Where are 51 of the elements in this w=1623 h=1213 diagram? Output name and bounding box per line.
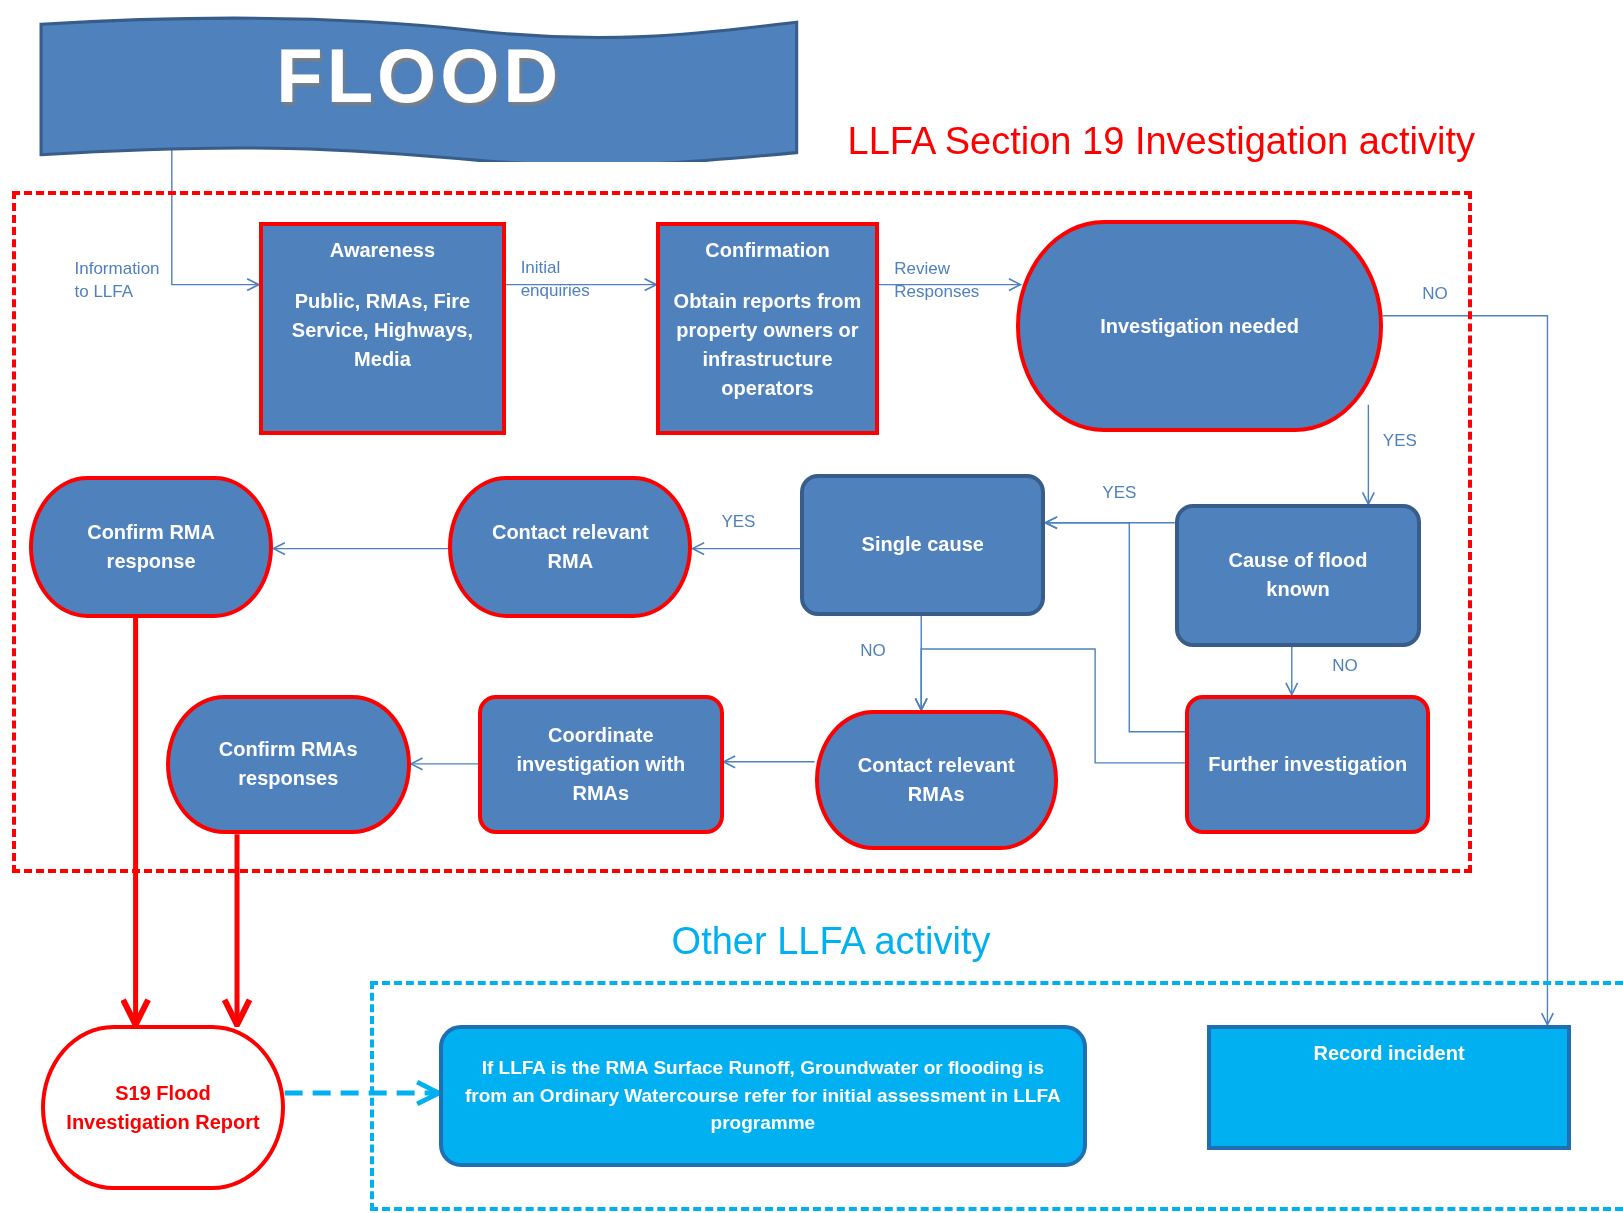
node-heading: Awareness	[329, 237, 436, 263]
node-text: Cause of flood known	[1227, 548, 1369, 603]
node-text: Contact relevant RMA	[490, 520, 650, 574]
region-heading: LLFA Section 19 Investigation activity	[847, 119, 1475, 163]
region-heading: Other LLFA activity	[671, 920, 991, 964]
rounded-box	[1185, 694, 1431, 835]
node-text: Contact relevant RMAs	[856, 752, 1016, 807]
node-text: Single cause	[861, 532, 984, 558]
edge-label: YES	[1382, 429, 1417, 452]
edge-label: NO	[1332, 655, 1358, 678]
node-text: Investigation needed	[1100, 313, 1300, 339]
note-box	[438, 1024, 1087, 1167]
rounded-box	[478, 694, 724, 835]
arrow	[1361, 404, 1375, 505]
arrow	[171, 149, 260, 292]
edge-label: Information to LLFA	[74, 257, 161, 303]
node-heading: Confirmation	[705, 237, 830, 263]
arrow	[1285, 646, 1299, 696]
arrow	[1044, 516, 1186, 733]
node-text: Public, RMAs, Fire Service, Highways, Media	[290, 288, 475, 372]
process-box	[656, 221, 879, 435]
arrow	[878, 278, 1022, 292]
node-text: If LLFA is the RMA Surface Runoff, Groundwater or flooding is from an Ordinary Watercourse refer for initial assessment in LLFA programme	[463, 1056, 1062, 1136]
arrow	[722, 755, 816, 769]
process-box	[258, 221, 507, 435]
arrow	[691, 541, 801, 556]
node-text: Further investigation	[1208, 751, 1408, 777]
edge-label: NO	[1422, 282, 1448, 305]
edge-label: Review Responses	[894, 257, 981, 303]
process-box	[1206, 1024, 1572, 1150]
arrow	[410, 757, 479, 771]
arrow	[505, 278, 658, 292]
arrow	[272, 541, 449, 556]
thick-arrow	[221, 834, 253, 1028]
arrow	[914, 615, 928, 711]
banner-title: FLOOD	[276, 37, 563, 114]
thick-arrow	[120, 617, 152, 1028]
node-text: Confirm RMA response	[86, 520, 216, 574]
edge-label: YES	[721, 511, 756, 534]
edge-label: NO	[860, 639, 886, 662]
rounded-box	[1174, 504, 1422, 647]
node-text: Confirm RMAs responses	[217, 737, 359, 792]
node-text: Record incident	[1313, 1040, 1465, 1066]
arrow	[284, 1079, 442, 1107]
node-text: Obtain reports from property owners or infrastructure operators	[672, 288, 863, 401]
edge-label: YES	[1102, 482, 1137, 505]
arrow	[1382, 315, 1555, 1026]
node-text: Coordinate investigation with RMAs	[515, 722, 687, 806]
edge-label: Initial enquiries	[520, 256, 591, 302]
node-text: S19 Flood Investigation Report	[65, 1080, 261, 1135]
rounded-box	[800, 474, 1046, 616]
